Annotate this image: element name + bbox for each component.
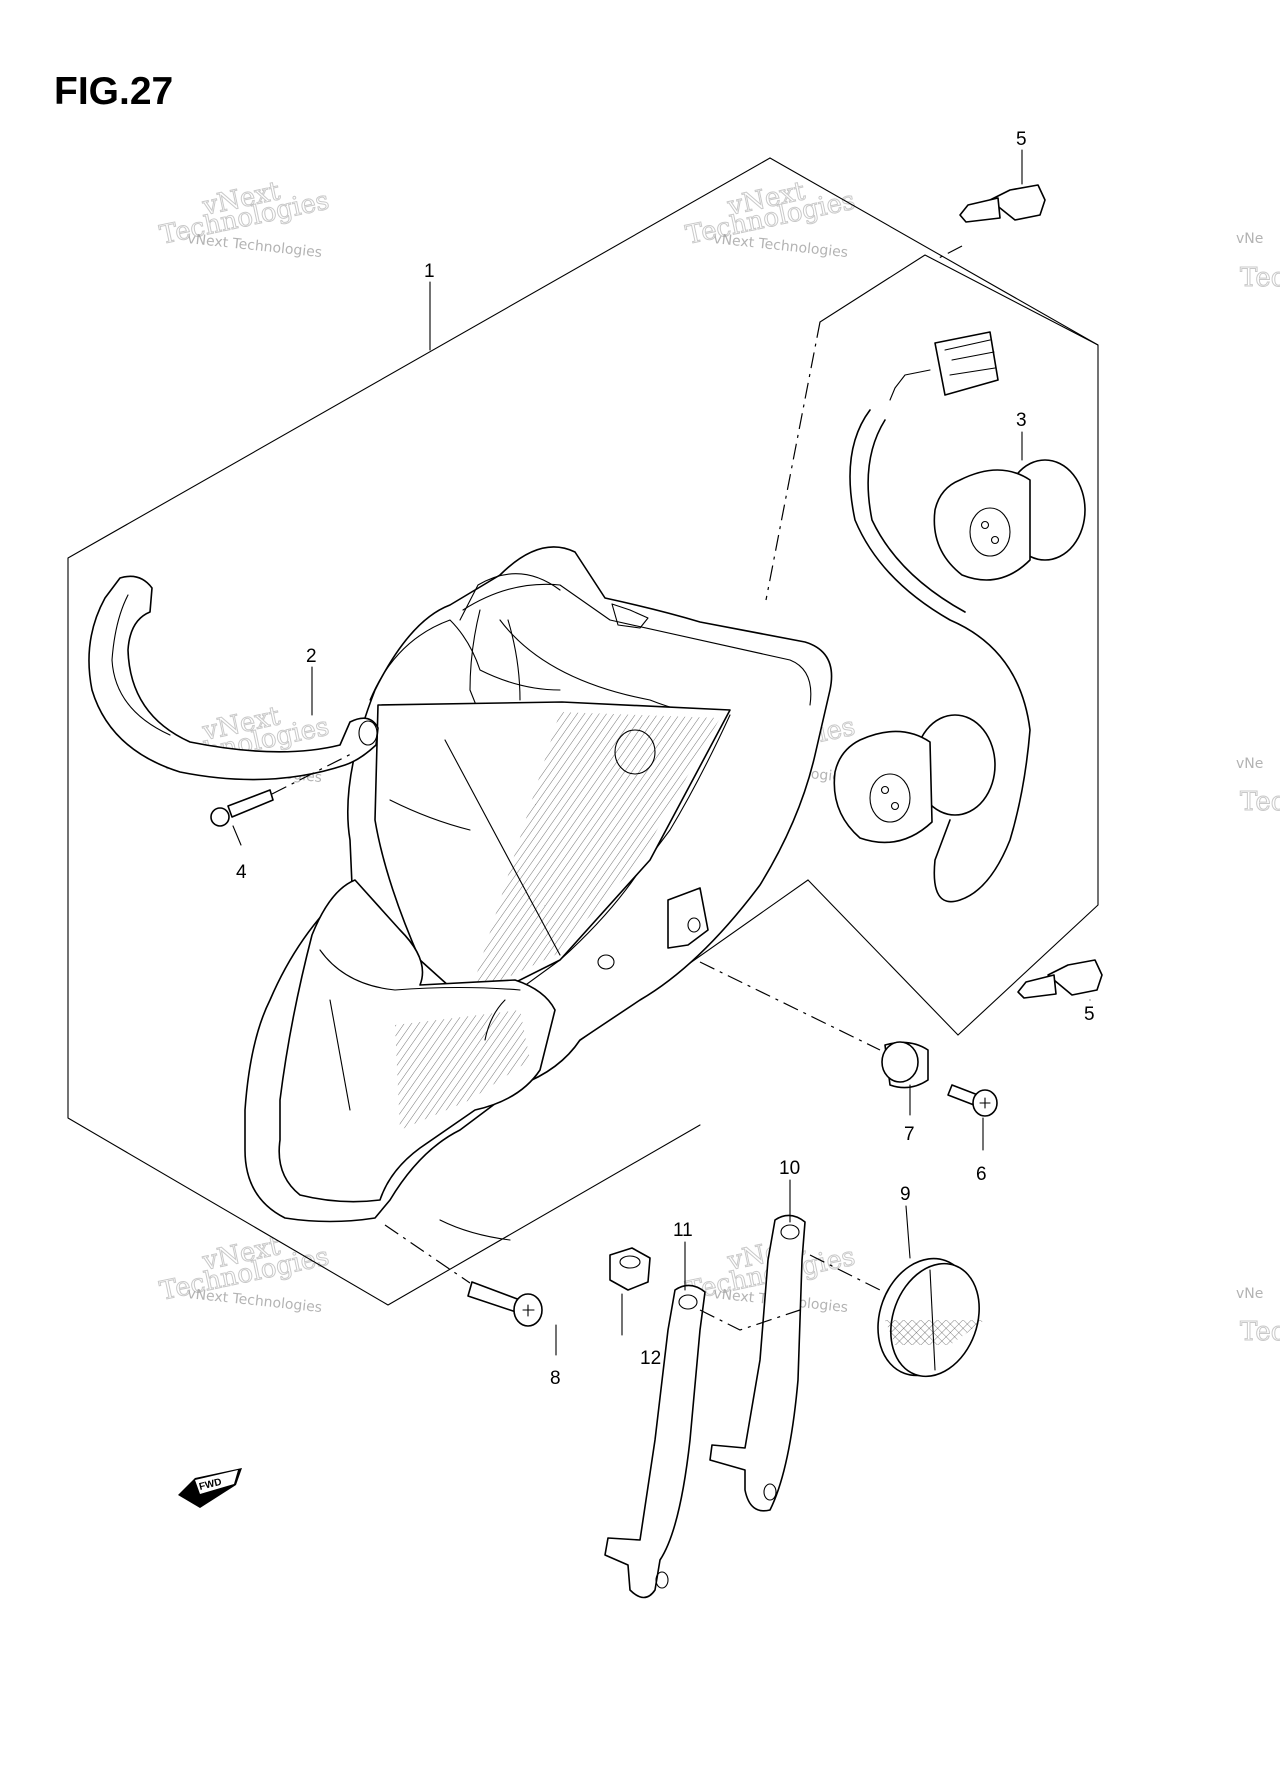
label-part-3: 3 bbox=[1016, 410, 1027, 431]
label-part-6: 6 bbox=[976, 1164, 987, 1185]
watermark-right-edge: vNe Tec vNe Tec vNe Tec bbox=[1236, 231, 1280, 1348]
svg-text:Tec: Tec bbox=[1240, 263, 1280, 293]
leader-lines bbox=[232, 149, 1091, 1356]
fwd-arrow-badge: FWD bbox=[178, 1468, 242, 1508]
label-part-8: 8 bbox=[550, 1368, 561, 1389]
part-9-reflector bbox=[809, 1254, 985, 1378]
svg-text:vNext Technologies: vNext Technologies bbox=[713, 231, 849, 261]
headlight-housing bbox=[244, 546, 833, 1241]
part-12-nut bbox=[609, 1247, 651, 1291]
svg-text:Tec: Tec bbox=[1240, 1317, 1280, 1347]
watermark-bottom-left: vNext Technologies vNext Technologies bbox=[157, 1231, 333, 1316]
watermark-top-left: vNext Technologies vNext Technologies bbox=[157, 176, 333, 261]
label-part-5-bottom: 5 bbox=[1084, 1004, 1095, 1025]
svg-text:Tec: Tec bbox=[1240, 787, 1280, 817]
part-5-bulb-top bbox=[934, 184, 1046, 261]
part-11-bracket bbox=[604, 1284, 801, 1599]
label-part-4: 4 bbox=[236, 862, 247, 883]
svg-text:vNe: vNe bbox=[1236, 1286, 1263, 1302]
part-6-bolt bbox=[947, 1084, 998, 1117]
label-part-1: 1 bbox=[424, 261, 435, 282]
part-7-grommet bbox=[699, 961, 929, 1089]
svg-text:vNe: vNe bbox=[1236, 231, 1263, 247]
part-8-bolt bbox=[384, 1224, 543, 1327]
part-4-screw bbox=[210, 751, 356, 827]
label-part-9: 9 bbox=[900, 1184, 911, 1205]
part-5-bulb-bottom bbox=[1017, 959, 1103, 999]
figure-title: FIG.27 bbox=[54, 70, 174, 113]
svg-text:vNext Technologies: vNext Technologies bbox=[187, 1286, 323, 1316]
label-part-2: 2 bbox=[306, 646, 317, 667]
part-2-cover bbox=[88, 575, 379, 781]
svg-text:vNext Technologies: vNext Technologies bbox=[187, 231, 323, 261]
watermark-top-center: vNext Technologies vNext Technologies bbox=[683, 176, 859, 261]
label-part-10: 10 bbox=[779, 1158, 800, 1179]
part-3-sockets bbox=[833, 331, 1086, 903]
part-10-bracket bbox=[709, 1214, 806, 1512]
label-part-12: 12 bbox=[640, 1348, 661, 1369]
fwd-label: FWD bbox=[198, 1477, 223, 1493]
label-part-11: 11 bbox=[673, 1220, 693, 1241]
svg-text:vNe: vNe bbox=[1236, 756, 1263, 772]
label-part-5-top: 5 bbox=[1016, 129, 1027, 150]
label-part-7: 7 bbox=[904, 1124, 915, 1145]
part-number-labels: 1 2 3 4 5 5 6 7 8 9 10 11 12 bbox=[236, 129, 1095, 1389]
